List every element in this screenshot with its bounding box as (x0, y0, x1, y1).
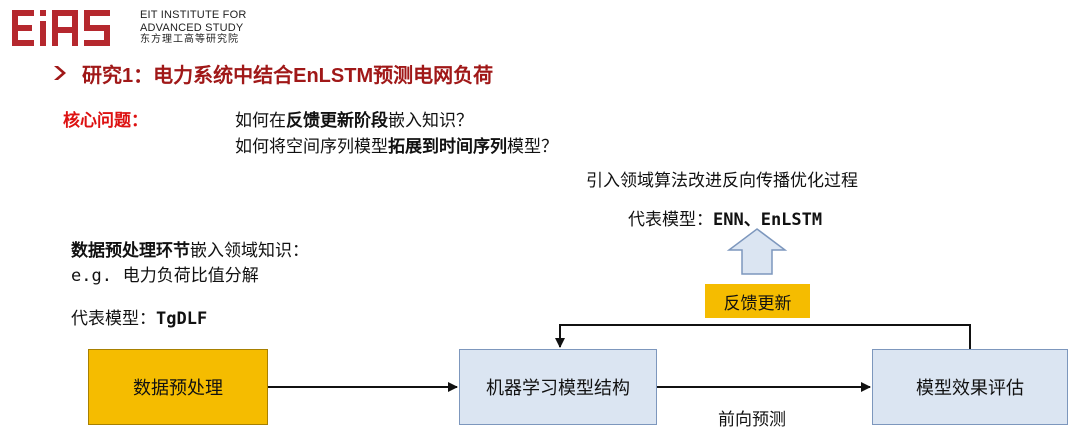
logo-text-line3: 东方理工高等研究院 (140, 34, 239, 45)
left-models-prefix: 代表模型： (71, 309, 156, 329)
core-question-2: 如何将空间序列模型拓展到时间序列模型？ (235, 132, 558, 157)
feedback-text: 反馈更新 (723, 293, 792, 314)
left-note-eg-text: 电力负荷比值分解 (122, 266, 259, 286)
up-arrow-icon (726, 228, 788, 275)
forward-label: 前向预测 (718, 410, 786, 430)
feedback-label: 反馈更新 (705, 284, 810, 318)
right-models-value: ENN、EnLSTM (713, 210, 823, 230)
q1-pre: 如何在 (235, 111, 286, 131)
right-note-line1: 引入领域算法改进反向传播优化过程 (586, 171, 858, 191)
left-note-bold: 数据预处理环节 (71, 241, 190, 261)
right-note-models: 代表模型：ENN、EnLSTM (628, 205, 822, 230)
core-question-label: 核心问题： (63, 111, 148, 131)
preprocess-box: 数据预处理 (88, 349, 268, 425)
right-models-prefix: 代表模型： (628, 210, 713, 230)
evaluation-label: 模型效果评估 (916, 378, 1024, 399)
logo-text: EIT INSTITUTE FOR ADVANCED STUDY 东方理工高等研… (140, 9, 246, 47)
logo-text-line1: EIT INSTITUTE FOR (140, 9, 247, 21)
left-note-eg: e.g. (71, 266, 112, 286)
q2-bold: 拓展到时间序列 (388, 137, 507, 157)
feedback-loop-line (555, 324, 971, 349)
q1-post: 嵌入知识？ (388, 111, 473, 131)
eias-logo-icon (12, 10, 110, 46)
left-note-example: e.g. 电力负荷比值分解 (71, 261, 259, 286)
q2-pre: 如何将空间序列模型 (235, 137, 388, 157)
q1-bold: 反馈更新阶段 (286, 111, 388, 131)
evaluation-box: 模型效果评估 (872, 349, 1068, 425)
page-title: 研究1：电力系统中结合EnLSTM预测电网负荷 (82, 64, 494, 87)
chevron-right-icon (54, 66, 66, 80)
ml-model-box: 机器学习模型结构 (459, 349, 657, 425)
left-note-line1: 数据预处理环节嵌入领域知识： (71, 236, 309, 261)
left-note-models: 代表模型：TgDLF (71, 304, 207, 329)
logo-text-line2: ADVANCED STUDY (140, 21, 244, 34)
ml-model-label: 机器学习模型结构 (486, 378, 630, 399)
q2-post: 模型？ (507, 137, 558, 157)
title-row: 研究1：电力系统中结合EnLSTM预测电网负荷 (52, 58, 493, 88)
left-models-value: TgDLF (156, 309, 208, 329)
core-question-1: 如何在反馈更新阶段嵌入知识？ (235, 106, 473, 131)
preprocess-label: 数据预处理 (133, 378, 223, 399)
left-note-rest: 嵌入领域知识： (190, 241, 309, 261)
